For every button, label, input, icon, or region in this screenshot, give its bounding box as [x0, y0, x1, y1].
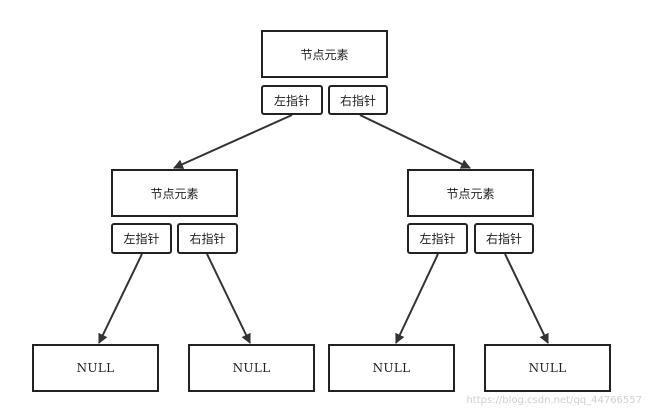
root-left-pointer: 左指针 [261, 85, 323, 115]
edge-root-right [359, 114, 471, 169]
left-child-left-pointer: 左指针 [111, 223, 172, 254]
edge-right-right [504, 253, 549, 344]
root-node: 节点元素 [261, 30, 388, 78]
left-child-node: 节点元素 [111, 169, 238, 217]
edge-left-right [206, 253, 251, 344]
null-leaf-1: NULL [32, 344, 159, 392]
null-leaf-3: NULL [328, 344, 455, 392]
watermark-text: https://blog.csdn.net/qq_44766557 [466, 395, 642, 406]
left-child-right-pointer: 右指针 [177, 223, 238, 254]
null-leaf-2: NULL [188, 344, 315, 392]
edge-root-left [173, 114, 293, 169]
right-child-right-pointer: 右指针 [474, 223, 534, 254]
right-child-left-pointer: 左指针 [407, 223, 468, 254]
edge-right-left [395, 253, 439, 344]
edge-left-left [98, 253, 143, 344]
null-leaf-4: NULL [484, 344, 611, 392]
root-right-pointer: 右指针 [328, 85, 388, 115]
right-child-node: 节点元素 [407, 169, 534, 217]
